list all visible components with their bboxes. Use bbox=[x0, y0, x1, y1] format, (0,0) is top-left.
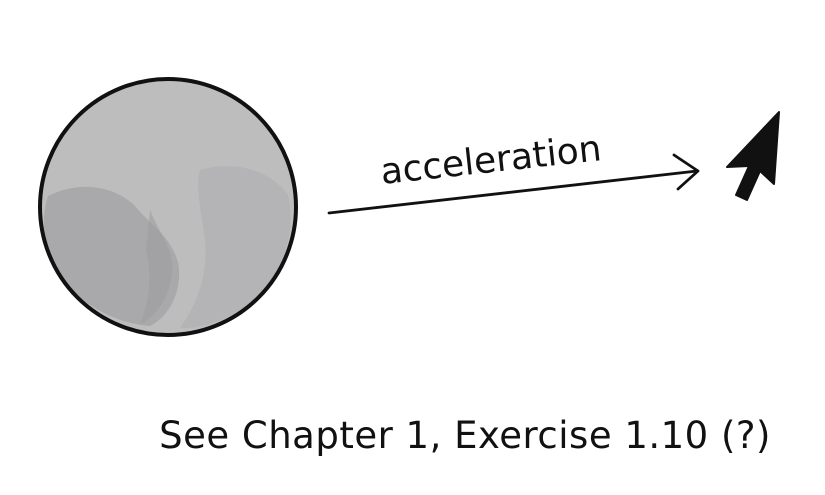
mouse-cursor-icon bbox=[726, 111, 780, 201]
ball-circle-icon bbox=[38, 77, 298, 337]
acceleration-arrow bbox=[327, 153, 700, 215]
caption: See Chapter 1, Exercise 1.10 (?) bbox=[159, 414, 771, 457]
acceleration-label: acceleration bbox=[379, 128, 604, 193]
